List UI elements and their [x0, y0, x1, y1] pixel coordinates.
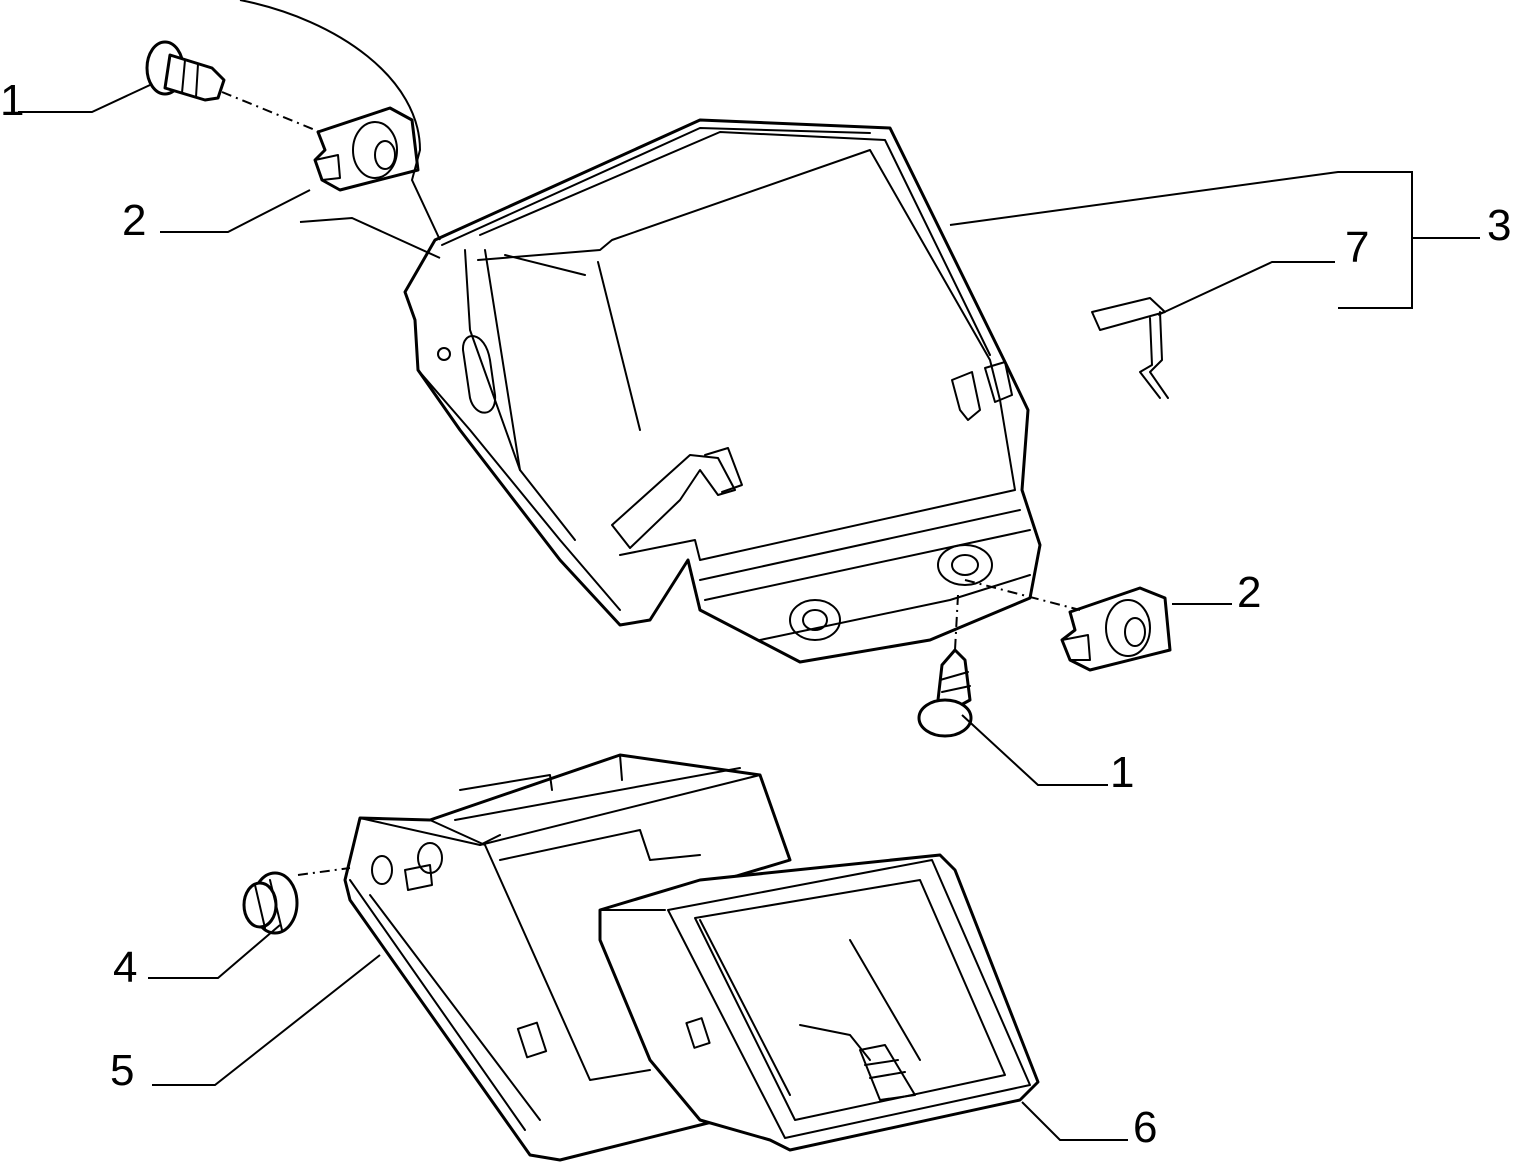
callout-1-lower: 1 — [1110, 748, 1134, 797]
screw-lower — [917, 648, 973, 738]
bushing-part-4 — [242, 871, 299, 935]
assembly-lines — [221, 0, 1081, 876]
callout-1-top: 1 — [0, 76, 24, 125]
callout-6: 6 — [1133, 1103, 1157, 1152]
clip-nut-top — [313, 106, 420, 192]
callout-4: 4 — [113, 943, 137, 992]
callout-2-right: 2 — [1237, 568, 1261, 617]
clip-nut-right — [1060, 586, 1172, 672]
callout-2-top: 2 — [122, 196, 146, 245]
glove-box-tray — [598, 853, 1040, 1152]
glove-box-housing — [403, 118, 1042, 664]
bracket-part-7 — [1091, 297, 1169, 399]
callout-3: 3 — [1487, 201, 1511, 250]
callout-5: 5 — [110, 1046, 134, 1095]
callout-7: 7 — [1345, 223, 1369, 272]
leader-lines — [18, 84, 1480, 1141]
screw-top — [145, 40, 226, 102]
